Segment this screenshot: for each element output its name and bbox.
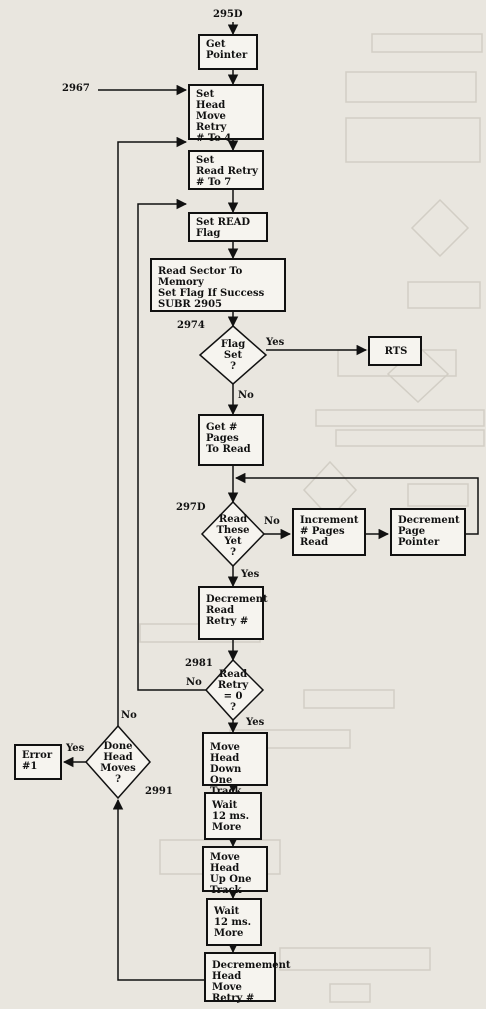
box-get-pages: Get # Pages To Read [198,414,264,466]
connector-dec-loopback [234,472,479,535]
decision-done-head-label: Done Head Moves ? [100,741,136,785]
branch-head-yes: Yes [66,743,85,754]
connector-retry-no-loop [137,198,206,691]
decision-read-retry-zero [204,658,265,722]
decision-read-these-label: Read These Yet ? [216,514,250,558]
decision-done-head-moves [84,724,152,800]
box-move-head-down: Move Head Down One Track [202,732,268,797]
box-decrement-read-retry: Decrement Read Retry # [198,586,268,640]
box-rts: RTS [368,336,422,366]
branch-retry-yes: Yes [246,717,265,728]
box-set-head-move-retry: Set Head Move Retry # To 4 [188,84,264,144]
connector-dechead-loop [112,798,204,981]
address-2981: 2981 [185,658,213,669]
box-get-pointer: Get Pointer [198,34,258,70]
decision-flag-set [198,325,268,385]
branch-flag-yes: Yes [266,337,285,348]
box-set-read-retry: Set Read Retry # To 7 [188,150,264,190]
box-increment-pages: Increment # Pages Read [292,508,366,556]
decision-flag-set-label: Flag Set ? [220,339,246,372]
box-read-sector: Read Sector To Memory Set Flag If Succes… [150,258,286,312]
box-set-read-flag: Set READ Flag [188,212,268,242]
branch-read-yes: Yes [241,569,260,580]
box-decrement-head-retry: Decremement Head Move Retry # [204,952,291,1004]
address-297d: 297D [176,502,206,513]
branch-retry-no: No [186,677,202,688]
box-move-head-up: Move Head Up One Track [202,846,268,896]
box-decrement-pointer: Decrement Page Pointer [390,508,466,556]
box-error-1: Error #1 [14,744,62,780]
decision-read-retry-label: Read Retry = 0 ? [217,669,249,713]
decision-read-these-yet [200,500,266,568]
address-2991: 2991 [145,786,173,797]
address-2967: 2967 [62,83,90,94]
address-2974: 2974 [177,320,205,331]
box-wait-2: Wait 12 ms. More [206,898,262,946]
box-wait-1: Wait 12 ms. More [204,792,262,840]
address-295d: 295D [213,9,243,20]
branch-read-no: No [264,516,280,527]
connector-head-no-loop [117,136,188,726]
branch-head-no: No [121,710,137,721]
branch-flag-no: No [238,390,254,401]
